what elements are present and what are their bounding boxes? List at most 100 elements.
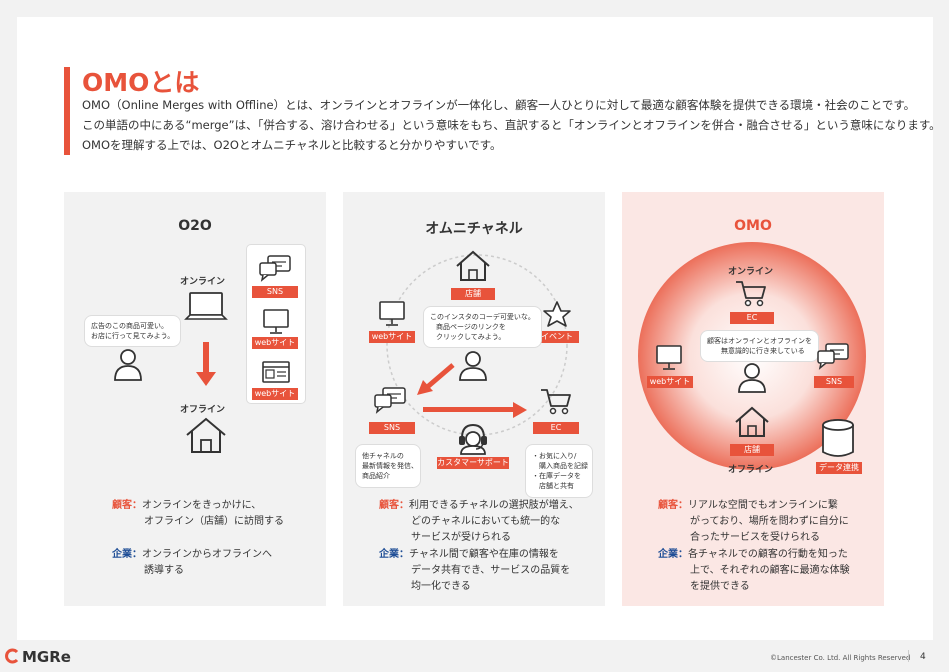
description-line-3: OMOを理解する上では、O2Oとオムニチャネルと比較すると分かりやすいです。 [82, 138, 502, 152]
note-line: ・お気に入り/ [532, 452, 577, 460]
house-icon [186, 417, 226, 453]
online-label: オンライン [728, 267, 774, 277]
customer-key: 顧客： [112, 500, 142, 511]
sns-label: SNS [814, 376, 854, 388]
customer-key: 顧客： [658, 500, 688, 511]
person-icon [459, 351, 487, 381]
chat-icon [374, 387, 406, 414]
person-icon [114, 349, 142, 381]
note-line: ・在庫データを [532, 472, 581, 480]
omo-customer: 顧客：リアルな空間でもオンラインに繋 [658, 498, 838, 514]
web-label-2: webサイト [252, 388, 298, 400]
store-label: 店舗 [451, 288, 495, 300]
omo-company: 企業：各チャネルでの顧客の行動を知った [658, 547, 848, 563]
omo-company-line-3: を提供できる [690, 581, 750, 592]
copyright: ©Lancester Co. Ltd. All Rights Reserved [770, 654, 911, 662]
bubble-line: 無意識的に行き来している [721, 347, 805, 355]
page-title: OMOとは [82, 68, 200, 97]
footer-divider [908, 650, 909, 662]
omo-speech-bubble: 顧客はオンラインとオフラインを 無意識的に行き来している [700, 330, 819, 362]
company-text-1: オンラインからオフラインへ [142, 549, 272, 560]
arrow-down-icon [196, 342, 216, 386]
omo-customer-line-2: がっており、場所を問わずに自分に [690, 516, 849, 527]
bubble-line: 商品ページのリンクを [436, 323, 506, 331]
customer-text-1: リアルな空間でもオンラインに繋 [688, 500, 838, 511]
web-label-1: webサイト [252, 337, 298, 349]
note-line: 商品紹介 [362, 472, 390, 480]
company-key: 企業： [112, 549, 142, 560]
omni-customer: 顧客：利用できるチャネルの選択肢が増え、 [379, 498, 579, 514]
note-line: 店舗と共有 [532, 482, 574, 490]
offline-label: オフライン [180, 405, 226, 415]
o2o-title: O2O [178, 218, 212, 234]
omni-company: 企業：チャネル間で顧客や在庫の情報を [379, 547, 559, 563]
monitor-icon [263, 309, 289, 334]
company-text-1: チャネル間で顧客や在庫の情報を [409, 549, 559, 560]
offline-label: オフライン [728, 465, 774, 475]
customer-key: 顧客： [379, 500, 409, 511]
description-line-1: OMO（Online Merges with Offline）とは、オンラインと… [82, 98, 916, 112]
store-icon [735, 406, 769, 437]
omo-panel: OMO オンライン EC 顧客はオンラインとオフラインを 無意識的に行き来してい… [622, 192, 884, 606]
web-label: webサイト [369, 331, 415, 343]
bubble-line: クリックしてみよう。 [436, 333, 506, 341]
company-text-1: 各チャネルでの顧客の行動を知った [688, 549, 848, 560]
omni-customer-line-2: どのチャネルにおいても統一的な [411, 516, 561, 527]
footer-logo-text: MGRe [22, 648, 71, 666]
o2o-customer: 顧客：オンラインをきっかけに、 [112, 498, 261, 514]
o2o-company-line-2: 誘導する [144, 565, 184, 576]
sns-label: SNS [369, 422, 415, 434]
omni-speech-bubble: このインスタのコーデ可愛いな。 商品ページのリンクを クリックしてみよう。 [423, 306, 542, 348]
bubble-line: お店に行って見てみよう。 [91, 332, 175, 340]
headset-icon [459, 423, 487, 455]
sns-label: SNS [252, 286, 298, 298]
cart-icon [736, 281, 766, 307]
database-icon [822, 419, 854, 457]
omo-customer-line-3: 合ったサービスを受けられる [690, 532, 820, 543]
omni-customer-line-3: サービスが受けられる [411, 532, 511, 543]
bubble-line: このインスタのコーデ可愛いな。 [430, 313, 535, 321]
omo-company-line-2: 上で、それぞれの顧客に最適な体験 [690, 565, 850, 576]
laptop-icon [184, 292, 228, 320]
mgre-logo-icon [5, 648, 19, 664]
omni-company-line-3: 均一化できる [411, 581, 471, 592]
ec-label: EC [730, 312, 774, 324]
company-key: 企業： [379, 549, 409, 560]
o2o-panel: O2O SNS webサイト webサイト オンライン オフライン [64, 192, 326, 606]
chat-icon [259, 255, 291, 282]
omni-panel: オムニチャネル 店舗 webサイト イベント このインスタのコーデ可愛いな。 商… [343, 192, 605, 606]
arrow-right-icon [423, 402, 527, 418]
online-label: オンライン [180, 277, 226, 287]
o2o-speech-bubble: 広告のこの商品可愛い。 お店に行って見てみよう。 [84, 315, 182, 347]
title-accent-bar [64, 67, 70, 155]
company-key: 企業： [658, 549, 688, 560]
bubble-line: 顧客はオンラインとオフラインを [707, 337, 812, 345]
monitor-icon [656, 345, 682, 370]
chat-icon [817, 343, 849, 370]
omni-title: オムニチャネル [425, 221, 523, 237]
customer-text-1: 利用できるチャネルの選択肢が増え、 [409, 500, 579, 511]
customer-text-1: オンラインをきっかけに、 [142, 500, 262, 511]
page-number: 4 [920, 652, 926, 662]
sns-note: 他チャネルの 最新情報を発信、 商品紹介 [355, 444, 421, 488]
data-link-label: データ連携 [816, 462, 862, 474]
dashed-circle [386, 254, 568, 436]
browser-icon [262, 361, 290, 383]
ec-label: EC [533, 422, 579, 434]
star-icon [543, 301, 571, 327]
note-line: 他チャネルの [362, 452, 404, 460]
omo-title: OMO [734, 218, 772, 234]
omni-company-line-2: データ共有でき、サービスの品質を [411, 565, 571, 576]
bubble-line: 広告のこの商品可愛い。 [91, 322, 168, 330]
description-line-2: この単語の中にある“merge”は、「併合する、溶け合わせる」という意味をもち、… [82, 118, 941, 132]
o2o-company: 企業：オンラインからオフラインへ [112, 547, 272, 563]
web-label: webサイト [647, 376, 693, 388]
person-icon [738, 363, 766, 393]
monitor-icon [379, 301, 405, 326]
note-line: 最新情報を発信、 [362, 462, 418, 470]
o2o-customer-line-2: オフライン（店舗）に訪問する [144, 516, 284, 527]
arrow-diagonal-icon [417, 363, 455, 395]
support-label: カスタマーサポート [437, 457, 509, 469]
store-label: 店舗 [730, 444, 774, 456]
note-line: 購入商品を記録 [532, 462, 588, 470]
